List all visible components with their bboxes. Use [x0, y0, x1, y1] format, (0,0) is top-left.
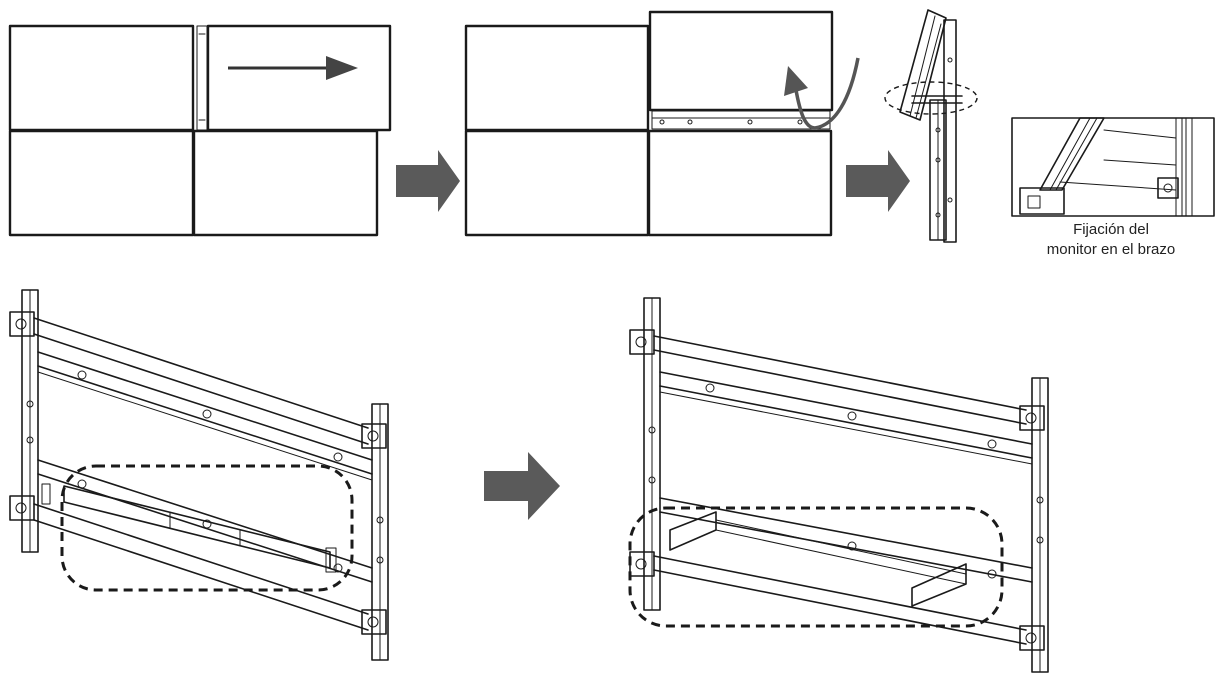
highlight-region	[60, 464, 354, 592]
mount-bracket	[196, 25, 208, 131]
step-arrow-icon	[396, 150, 460, 212]
panel-top-right-moving	[206, 24, 392, 132]
caption-line-2: monitor en el brazo	[1046, 241, 1176, 258]
clamp-block	[361, 609, 387, 635]
panel-top-right-raised	[648, 10, 834, 112]
frame-bracket-folded	[9, 289, 389, 661]
step1-video-wall	[8, 24, 392, 237]
panel-bottom-right	[647, 129, 833, 237]
clamp-block	[1019, 625, 1045, 651]
clamp-block	[9, 311, 35, 337]
detail-caption: Fijación del monitor en el brazo	[1008, 220, 1214, 260]
step-arrow-icon	[484, 452, 560, 520]
step2-video-wall	[464, 10, 860, 237]
caption-line-1: Fijación del	[1073, 221, 1149, 238]
support-arm-right	[911, 563, 967, 607]
clamp-block	[1019, 405, 1045, 431]
step3-side-view	[884, 9, 978, 243]
panel-top-left	[464, 24, 650, 132]
highlight-region	[628, 506, 1004, 628]
panel-bottom-left	[464, 129, 650, 237]
clamp-block	[9, 495, 35, 521]
panel-bottom-right	[192, 129, 379, 237]
step-arrow-icon	[846, 150, 910, 212]
detail-inset	[1011, 117, 1215, 217]
clamp-block	[361, 423, 387, 449]
clamp-block	[629, 329, 655, 355]
panel-top-left	[8, 24, 195, 132]
clamp-block	[629, 551, 655, 577]
detail-highlight	[884, 81, 978, 115]
panel-bottom-left	[8, 129, 195, 237]
slide-arrow-icon	[228, 56, 358, 80]
lift-arrow-icon	[784, 57, 860, 130]
frame-bracket-unfolded	[628, 297, 1049, 673]
